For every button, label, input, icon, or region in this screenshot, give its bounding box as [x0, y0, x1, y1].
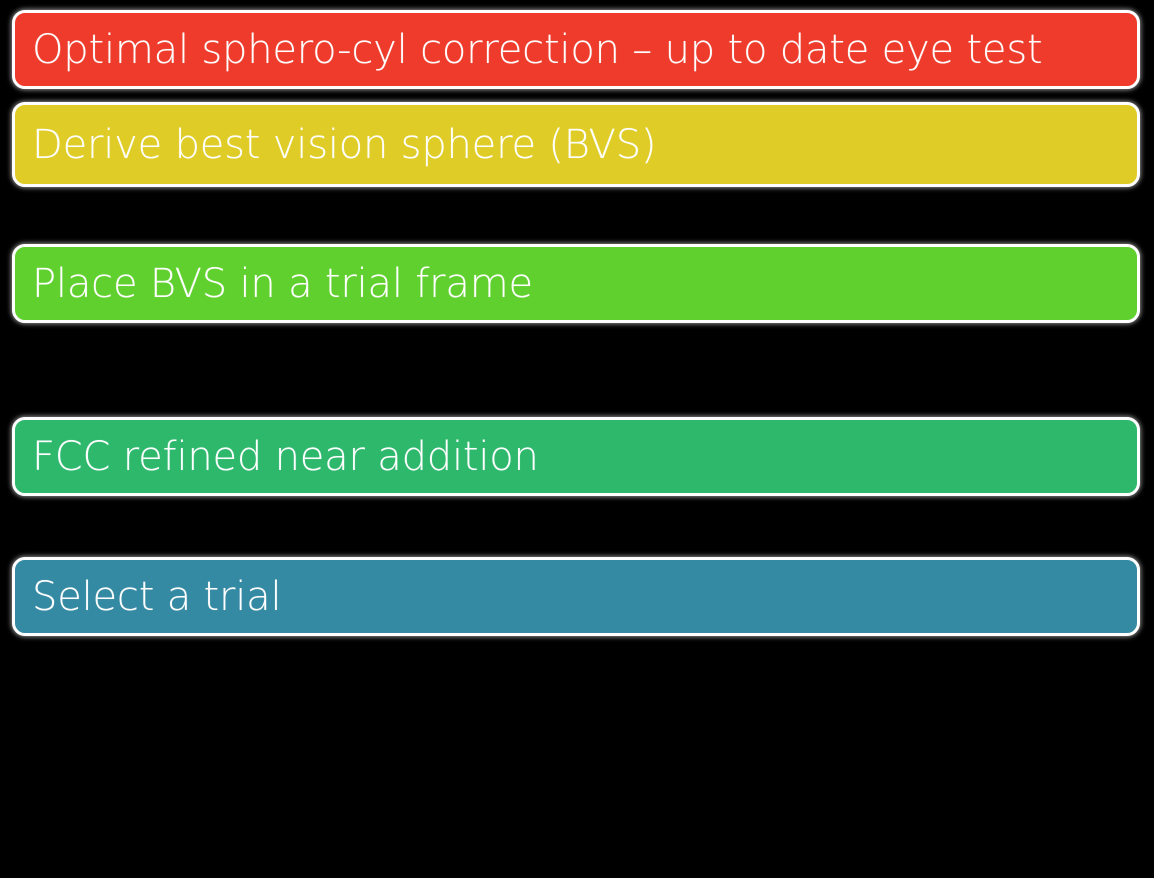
flow-step-label: FCC refined near addition — [32, 433, 539, 480]
flow-step-label: Derive best vision sphere (BVS) — [32, 121, 657, 168]
flow-step-bar[interactable]: FCC refined near addition — [12, 417, 1140, 496]
flow-step-bar[interactable]: Optimal sphero-cyl correction – up to da… — [12, 10, 1140, 89]
flow-step-label: Select a trial — [32, 573, 282, 620]
flow-step-bar[interactable]: Place BVS in a trial frame — [12, 244, 1140, 323]
flow-step-bar[interactable]: Select a trial — [12, 557, 1140, 636]
flow-step-label: Place BVS in a trial frame — [32, 260, 533, 307]
flow-step-label: Optimal sphero-cyl correction – up to da… — [32, 26, 1043, 73]
flow-step-bar[interactable]: Derive best vision sphere (BVS) — [12, 102, 1140, 187]
